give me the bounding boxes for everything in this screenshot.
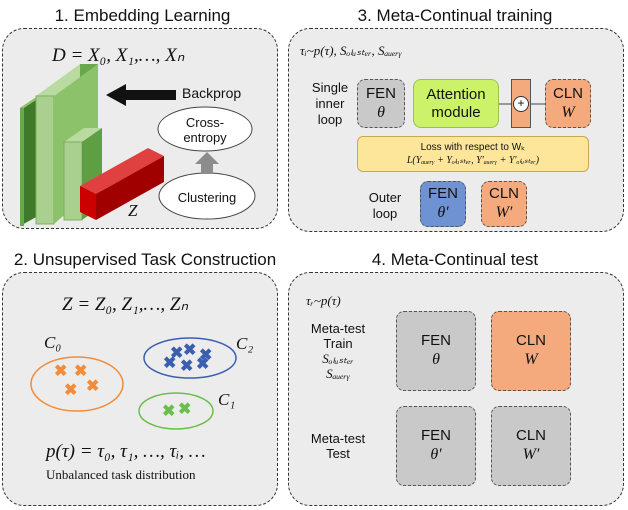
theta-label: θ	[377, 103, 385, 121]
fen-box-test-train: FEN θ	[396, 311, 476, 391]
cluster-c1-point: ✖	[178, 401, 192, 418]
outer-line-2: loop	[372, 206, 398, 221]
theta-prime-label: θ′	[430, 446, 442, 463]
cross-entropy-node	[157, 106, 253, 152]
test-line-2: Test	[326, 446, 350, 461]
cln-label: CLN	[515, 332, 546, 349]
test-task-sample-formula: τᵣ~p(τ)	[306, 293, 341, 308]
cluster-c1-point: ✖	[162, 403, 176, 420]
theta-prime-label: θ′	[437, 204, 449, 221]
fen-box-outer: FEN θ′	[420, 181, 466, 227]
w-label: W	[524, 351, 538, 368]
cluster-c1-ellipse	[138, 392, 214, 430]
fen-box-inner: FEN θ	[357, 79, 405, 128]
task-distribution-formula: p(τ) = τ₀, τ₁, …, τᵢ, …	[46, 441, 206, 462]
fen-label: FEN	[428, 185, 458, 202]
single-line-3: loop	[317, 112, 343, 127]
cross-entropy-line-2: entropy	[183, 130, 227, 145]
attention-line-2: module	[431, 103, 481, 121]
train-line-2: Train	[323, 336, 353, 351]
task-sample-formula: τᵢ~p(τ), Sₒₗᵤₛₜₑᵣ, Sₐᵤₑᵣᵧ	[300, 43, 402, 58]
cln-box-test-train: CLN W	[491, 311, 571, 391]
cln-label: CLN	[515, 427, 546, 444]
w-prime-label: W′	[522, 446, 540, 463]
cln-label: CLN	[488, 185, 519, 202]
section-4-title: 4. Meta-Continual test	[371, 250, 539, 269]
clustering-label: Clustering	[177, 190, 237, 205]
loss-line-1: Loss with respect to Wₖ	[420, 142, 526, 153]
panel-task-construction	[2, 272, 278, 506]
cluster-c0-point: ✖	[74, 363, 88, 380]
cln-box-test: CLN W′	[491, 406, 571, 486]
section-3-title: 3. Meta-Continual training	[357, 6, 553, 25]
cluster-c0-point: ✖	[54, 363, 68, 380]
cluster-c0-point: ✖	[86, 378, 100, 395]
train-line-1: Meta-test	[310, 321, 366, 336]
test-line-1: Meta-test	[310, 431, 366, 446]
loss-box: Loss with respect to Wₖ L(Yₐᵤₑᵣᵧ + Yₒₗᵤₛ…	[357, 136, 589, 172]
loss-line-2: L(Yₐᵤₑᵣᵧ + Yₒₗᵤₛₜₑᵣ, Y′ₐᵤₑᵣᵧ + Y′ₒₗᵤₛₜₑᵣ…	[406, 155, 540, 166]
unbalanced-note: Unbalanced task distribution	[46, 467, 196, 482]
embedding-z-label: Z	[128, 201, 138, 220]
single-line-1: Single	[311, 80, 349, 95]
cluster-c2-label: C₂	[236, 334, 254, 353]
cluster-c2-point: ✖	[180, 358, 194, 375]
cluster-c2-point: ✖	[199, 347, 213, 364]
section-1-title: 1. Embedding Learning	[54, 6, 231, 25]
dataset-formula: D = X₀, X₁,…, Xₙ	[52, 45, 185, 66]
fen-label: FEN	[421, 427, 451, 444]
cln-box-inner: CLN W	[545, 79, 591, 128]
cross-entropy-label: Cross- entropy	[160, 115, 250, 145]
single-line-2: inner	[315, 96, 345, 111]
fen-box-test: FEN θ′	[396, 406, 476, 486]
single-inner-loop-label: Single inner loop	[300, 80, 360, 128]
backprop-label: Backprop	[182, 85, 242, 101]
attention-module-box: Attention module	[413, 79, 499, 128]
cluster-c2-point: ✖	[183, 342, 197, 359]
cluster-c2-ellipse	[143, 337, 237, 379]
cluster-c1-label: C₁	[218, 390, 236, 409]
fen-label: FEN	[421, 332, 451, 349]
cluster-c0-ellipse	[30, 356, 124, 412]
cluster-c2-point: ✖	[163, 355, 177, 372]
cluster-c2-point: ✖	[170, 345, 184, 362]
cluster-c0-point: ✖	[64, 382, 78, 399]
w-prime-label: W′	[495, 204, 513, 221]
backprop-arrow	[106, 84, 176, 106]
w-label: W	[561, 103, 575, 121]
cross-entropy-line-1: Cross-	[185, 115, 225, 130]
meta-test-test-label: Meta-test Test	[298, 431, 378, 461]
embedding-z-block	[80, 148, 164, 220]
cluster-c2-point: ✖	[196, 356, 210, 373]
z-formula: Z = Z₀, Z₁,…, Zₙ	[62, 294, 189, 315]
clustering-up-arrow	[195, 152, 219, 174]
plus-circle-icon: +	[513, 95, 529, 112]
outer-line-1: Outer	[368, 190, 402, 205]
cln-box-outer: CLN W′	[481, 181, 527, 227]
section-2-title: 2. Unsupervised Task Construction	[13, 250, 277, 269]
theta-label: θ	[432, 351, 440, 368]
outer-loop-label: Outer loop	[360, 190, 410, 222]
train-line-3: Sₒₗᵤₛₜₑᵣ	[322, 351, 354, 366]
fen-label: FEN	[366, 84, 396, 102]
cluster-c0-label: C₀	[44, 333, 62, 352]
cln-label: CLN	[552, 84, 583, 102]
train-line-4: Sₐᵤₑᵣᵧ	[326, 366, 350, 381]
meta-test-train-label: Meta-test Train Sₒₗᵤₛₜₑᵣ Sₐᵤₑᵣᵧ	[298, 321, 378, 381]
plus-combiner-box: +	[511, 79, 531, 128]
attention-line-1: Attention	[426, 85, 486, 103]
